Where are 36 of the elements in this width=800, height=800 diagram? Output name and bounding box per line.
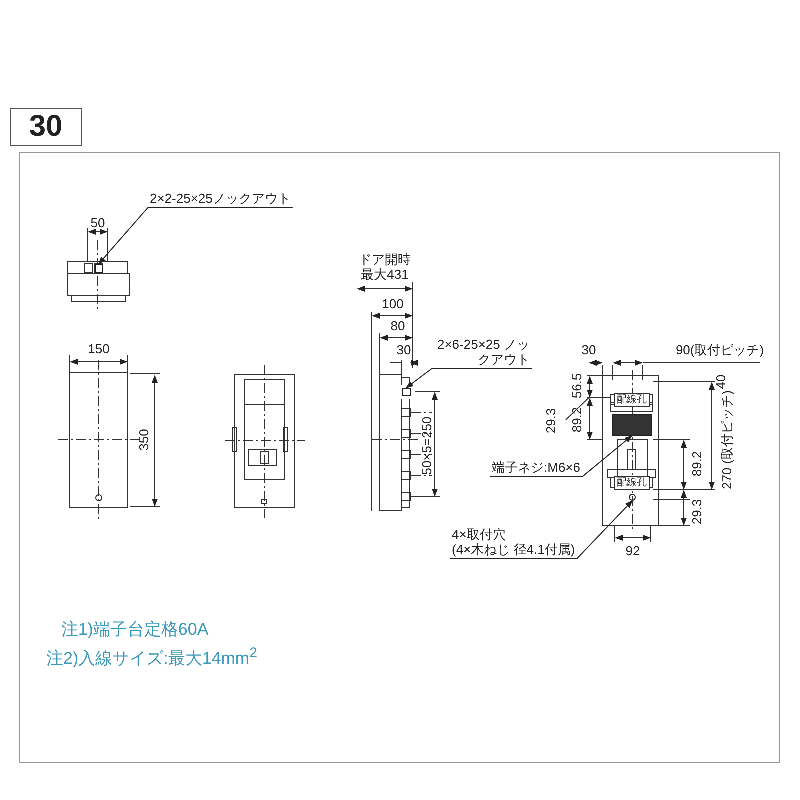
hole-label: 配線孔 bbox=[614, 393, 650, 407]
leader-label: 2×2-25×25ノックアウト bbox=[150, 192, 291, 207]
leader-label: 端子ネジ:M6×6 bbox=[492, 461, 580, 476]
dimension-label: 29.3 bbox=[544, 408, 560, 434]
knockout-hole bbox=[402, 388, 411, 396]
mounting-hole bbox=[629, 494, 636, 501]
dimension-label: 50×5=250 bbox=[420, 416, 436, 476]
dimension-label: 30 bbox=[582, 344, 596, 358]
dimension-label: 270 (取付ピッチ) bbox=[720, 390, 736, 490]
dimension-label: 100 bbox=[382, 298, 404, 312]
terminal-block bbox=[612, 414, 652, 436]
leader-label: 2×6-25×25 ノックアウト bbox=[434, 338, 530, 368]
dimension-label: 350 bbox=[138, 429, 152, 451]
dimension-label: 89.2 bbox=[570, 407, 586, 433]
leader-line bbox=[406, 368, 532, 389]
leader-line bbox=[98, 207, 294, 265]
dimension-label: 92 bbox=[626, 544, 640, 560]
leader-line bbox=[490, 435, 633, 478]
note-text: 注1)端子台定格60A bbox=[61, 620, 209, 640]
dimension-label: ドア開時最大431 bbox=[358, 253, 412, 283]
leader-label: (4×木ねじ 径4.1付属) bbox=[452, 542, 576, 558]
note-text: 注2)入線サイズ:最大14mm$^{2}$ bbox=[46, 645, 258, 669]
dimension-label: 50 bbox=[90, 216, 106, 232]
figure-number: 30 bbox=[10, 108, 82, 146]
dimension-label: 90(取付ピッチ) bbox=[676, 344, 764, 358]
dimension-label: 30 bbox=[396, 344, 412, 358]
leader-line bbox=[450, 500, 634, 560]
dimension-label: 80 bbox=[390, 320, 406, 334]
leader-label: 4×取付穴 bbox=[452, 528, 507, 543]
hole-label: 配線孔 bbox=[614, 476, 650, 490]
dimension-label: 40 bbox=[714, 374, 730, 390]
dimension-label: 150 bbox=[88, 342, 110, 358]
dimension-label: 29.3 bbox=[690, 499, 706, 525]
knockout-hole bbox=[95, 264, 103, 273]
dimension-label: 89.2 bbox=[690, 451, 706, 477]
dimension-label: 56.5 bbox=[570, 373, 586, 399]
